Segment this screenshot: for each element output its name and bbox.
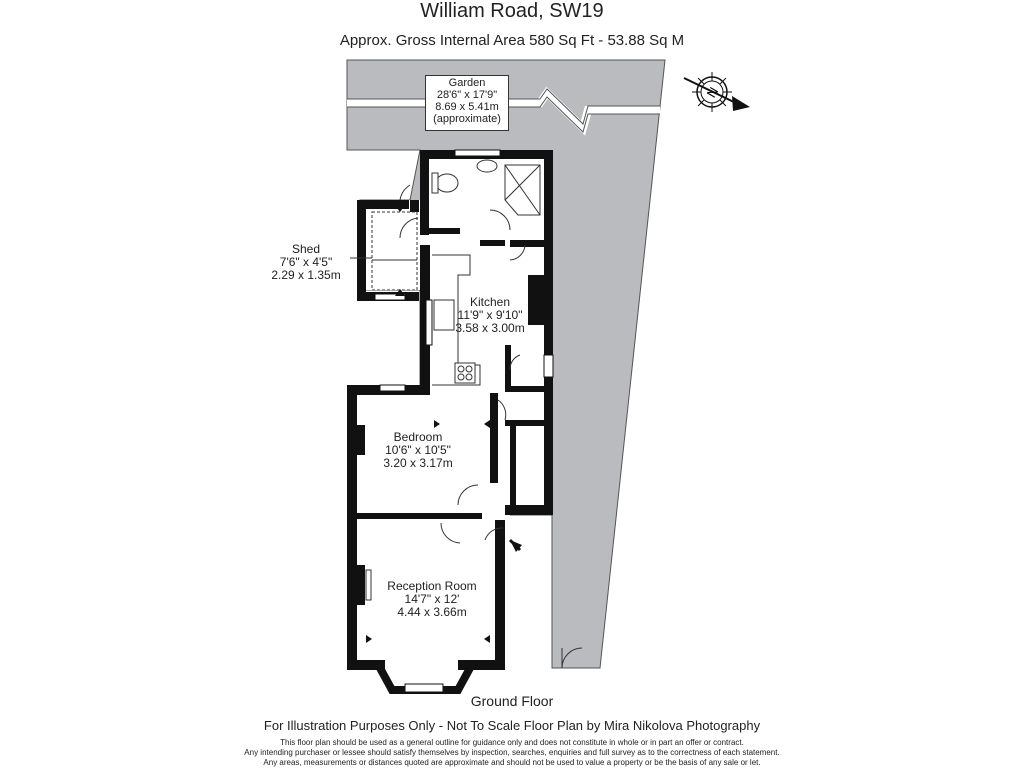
floor-level-label: Ground Floor — [470, 693, 554, 709]
page-title: William Road, SW19 — [420, 0, 604, 22]
sink-icon — [433, 299, 455, 331]
reception-size-metric: 4.44 x 3.66m — [397, 605, 467, 619]
toilet-cistern-icon — [431, 172, 439, 194]
bedroom-size-imperial: 10'6" x 10'5" — [385, 443, 451, 457]
shed-name: Shed — [291, 242, 321, 256]
shed-interior-outline — [371, 211, 418, 291]
basin-icon — [476, 159, 498, 173]
entrance-arrow-line — [508, 538, 522, 552]
bedroom-label: Bedroom 10'6" x 10'5" 3.20 x 3.17m — [374, 431, 462, 470]
shower-diagonal — [504, 164, 541, 216]
gross-area-subtitle: Approx. Gross Internal Area 580 Sq Ft - … — [339, 32, 685, 49]
shed-size-metric: 2.29 x 1.35m — [271, 268, 341, 282]
doors — [399, 184, 583, 669]
toilet-icon — [435, 173, 459, 193]
kitchen-name: Kitchen — [469, 295, 511, 309]
bedroom-name: Bedroom — [393, 430, 443, 444]
windows — [374, 149, 554, 392]
reception-size-imperial: 14'7" x 12' — [404, 592, 460, 606]
hob-ring-4 — [465, 373, 473, 381]
shower-diagonal-2 — [504, 164, 541, 201]
shed-label: Shed 7'6" x 4'5" 2.29 x 1.35m — [262, 243, 350, 282]
compass-icon — [683, 72, 750, 112]
disclaimer-line-2: Any intending purchaser or lessee should… — [244, 748, 780, 757]
shed-size-imperial: 7'6" x 4'5" — [279, 255, 333, 269]
garden-approx-note: (approximate) — [433, 113, 501, 125]
reception-chimney-breast — [357, 565, 365, 605]
illustration-notice: For Illustration Purposes Only - Not To … — [263, 718, 761, 733]
kitchen-worktop — [432, 254, 481, 386]
kitchen-size-imperial: 11'9" x 9'10" — [457, 308, 523, 322]
bay-window-glass — [404, 683, 444, 693]
hob-icon — [454, 362, 476, 384]
hob-ring-2 — [465, 365, 473, 373]
garden-size-imperial: 28'6" x 17'9" — [436, 89, 498, 101]
bedroom-size-metric: 3.20 x 3.17m — [383, 456, 453, 470]
garden-name: Garden — [448, 77, 486, 89]
kitchen-size-metric: 3.58 x 3.00m — [455, 321, 525, 335]
hob-ring — [457, 365, 465, 373]
garden-size-metric: 8.69 x 5.41m — [435, 101, 499, 113]
reception-room-label: Reception Room 14'7" x 12' 4.44 x 3.66m — [376, 580, 488, 619]
kitchen-label: Kitchen 11'9" x 9'10" 3.58 x 3.00m — [446, 296, 534, 335]
disclaimer-line-3: Any areas, measurements or distances quo… — [263, 758, 761, 767]
bedroom-chimney-breast — [357, 425, 365, 455]
dimension-arrows — [366, 205, 490, 643]
garden-label: Garden 28'6" x 17'9" 8.69 x 5.41m (appro… — [425, 75, 509, 131]
reception-name: Reception Room — [387, 579, 477, 593]
disclaimer-line-1: This floor plan should be used as a gene… — [280, 738, 744, 747]
reception-hearth — [365, 569, 372, 601]
hob-ring-3 — [457, 373, 465, 381]
